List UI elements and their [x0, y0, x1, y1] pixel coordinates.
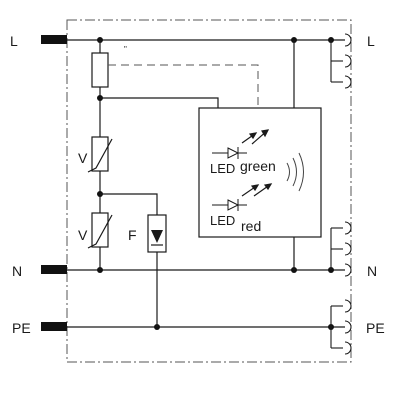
- wire: [100, 97, 219, 108]
- varistor-upper-label: V: [78, 150, 88, 166]
- terminal-label-pe-left: PE: [12, 320, 31, 336]
- varistor-upper: [91, 136, 109, 172]
- varistor-upper-slash: [87, 138, 113, 173]
- terminal-label-l-right: L: [367, 33, 375, 49]
- led-green-symbol: [212, 147, 247, 159]
- acoustic-signal-waves: [286, 152, 304, 192]
- terminal-bar-pe: [41, 322, 67, 331]
- terminal-label-n-right: N: [367, 263, 377, 279]
- led-red-prefix: LED: [210, 213, 235, 228]
- wire: [100, 193, 158, 215]
- varistor-lower: [91, 212, 109, 248]
- contacts-n: [330, 221, 352, 277]
- terminal-label-n-left: N: [12, 263, 22, 279]
- varistor-lower-label: V: [78, 227, 88, 243]
- light-emission-arrows-red: [241, 183, 273, 197]
- light-emission-arrows-green: [241, 129, 270, 145]
- led-red-symbol: [212, 199, 247, 211]
- led-red-color: red: [241, 218, 261, 234]
- terminal-bar-l: [41, 35, 67, 44]
- mechanical-link-dashed: [108, 64, 259, 108]
- led-green-prefix: LED: [210, 161, 235, 176]
- contacts-pe: [330, 299, 352, 355]
- terminal-bar-n: [41, 265, 67, 274]
- contacts-l: [330, 33, 352, 89]
- status-module: [198, 107, 322, 238]
- terminal-label-pe-right: PE: [366, 320, 385, 336]
- led-green-color: green: [240, 158, 276, 174]
- varistor-lower-slash: [87, 214, 113, 249]
- enclosure-outline: [66, 19, 352, 363]
- tick-mark: ": [124, 45, 127, 54]
- thermal-disconnector: [91, 52, 109, 88]
- terminal-label-l-left: L: [10, 33, 18, 49]
- gas-discharge-arrow: [151, 230, 163, 243]
- gas-discharge-label: F: [128, 227, 137, 243]
